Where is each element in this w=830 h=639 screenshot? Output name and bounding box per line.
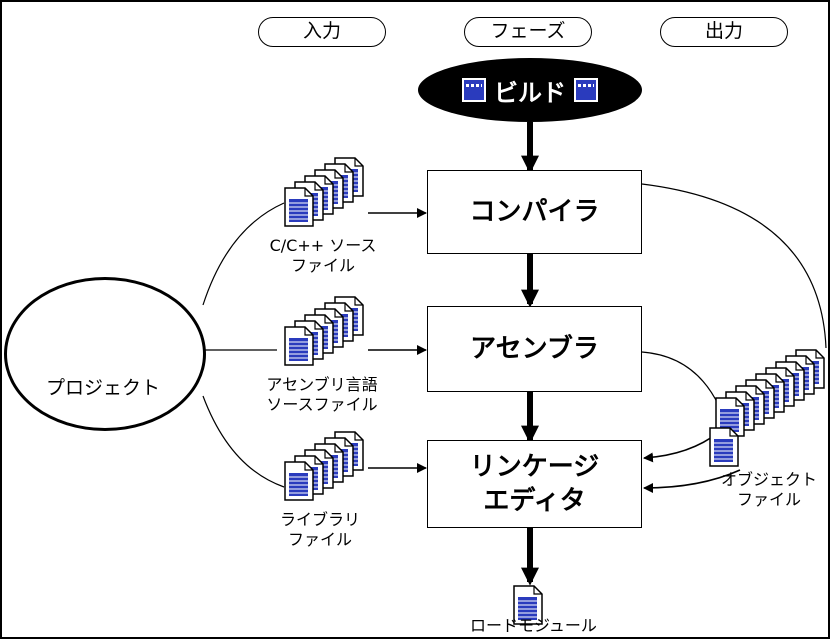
column-header-output: 出力: [660, 17, 788, 47]
c-source-label: C/C++ ソース ファイル: [268, 236, 378, 276]
library-label-line1: ライブラリ: [279, 510, 360, 529]
build-left-icon: [462, 78, 486, 102]
assembler-to-object-curve: [641, 351, 720, 407]
compiler-label: コンパイラ: [469, 197, 600, 227]
project-node: [4, 277, 206, 431]
assembler-label: アセンブラ: [470, 334, 599, 364]
asm-source-label-line2: ソースファイル: [266, 395, 378, 414]
library-label: ライブラリ ファイル: [270, 510, 370, 550]
linkage-editor-box: リンケージ エディタ: [427, 440, 642, 528]
object-file-label: オブジェクト ファイル: [714, 470, 824, 510]
object-file-stack-icon: [709, 349, 825, 467]
compiler-box: コンパイラ: [427, 170, 642, 254]
c-source-label-line2: ファイル: [290, 256, 355, 275]
library-label-line2: ファイル: [287, 530, 352, 549]
c-source-label-line1: C/C++ ソース: [269, 236, 377, 255]
library-file-stack-icon: [284, 431, 364, 501]
c-source-file-stack-icon: [284, 157, 364, 227]
arrow-object-to-linker-2: [643, 469, 741, 493]
asm-source-label: アセンブリ言語 ソースファイル: [262, 375, 382, 415]
asm-source-file-stack-icon: [284, 296, 364, 366]
arrow-object-to-linker-1: [643, 431, 720, 463]
build-node: ビルド: [418, 58, 642, 122]
compiler-to-object-curve: [641, 183, 827, 349]
linkage-editor-label-line1: リンケージ: [469, 452, 600, 482]
object-file-label-line1: オブジェクト: [720, 470, 817, 489]
build-right-icon: [574, 78, 598, 102]
build-label: ビルド: [494, 78, 566, 107]
load-module-label: ロードモジュール: [470, 616, 597, 635]
project-to-library-curve: [202, 395, 285, 488]
project-to-c-source-curve: [202, 202, 285, 306]
assembler-box: アセンブラ: [427, 306, 642, 392]
asm-source-label-line1: アセンブリ言語: [266, 375, 378, 394]
column-header-input: 入力: [258, 17, 386, 47]
project-label: プロジェクト: [45, 377, 160, 399]
linkage-editor-label-line2: エディタ: [483, 486, 586, 516]
column-header-phase: フェーズ: [464, 17, 592, 47]
object-file-label-line2: ファイル: [736, 490, 801, 509]
